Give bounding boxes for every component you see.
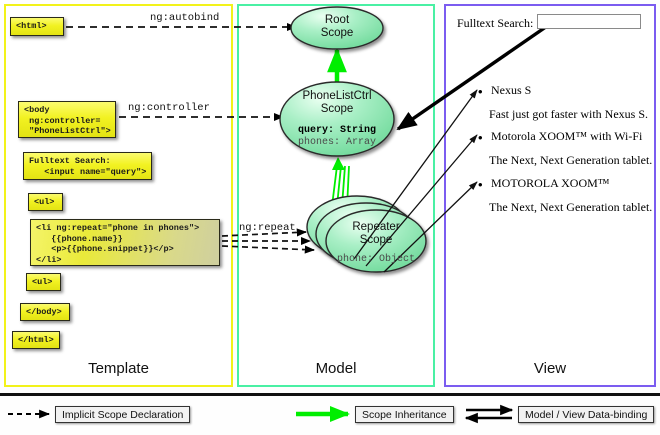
view-search-label: Fulltext Search:	[457, 16, 534, 30]
panel-title-view: View	[533, 360, 567, 377]
legend-label-model-view-data-binding: Model / View Data-binding	[518, 406, 655, 423]
legend: Implicit Scope Declaration Scope Inherit…	[0, 393, 660, 435]
code-box-fulltext-search[interactable]: Fulltext Search: <input name="query">	[23, 152, 152, 180]
legend-divider	[0, 393, 660, 396]
panel-title-template: Template	[88, 360, 149, 377]
panel-view: View	[444, 4, 656, 387]
code-box-html-open[interactable]: <html>	[10, 17, 64, 36]
view-bullet-2: •	[478, 130, 483, 145]
panel-model: Model	[237, 4, 435, 387]
legend-glyphs	[8, 404, 514, 424]
wire-label-ng-repeat: ng:repeat	[239, 222, 296, 234]
code-box-li-repeat[interactable]: <li ng:repeat="phone in phones"> {{phone…	[30, 219, 220, 266]
code-box-ul-close[interactable]: <ul>	[26, 273, 61, 291]
view-bullet-3: •	[478, 177, 483, 192]
code-box-ul-open[interactable]: <ul>	[28, 193, 63, 211]
view-item-name-2: Motorola XOOM™ with Wi-Fi	[491, 129, 643, 143]
view-bullet-1: •	[478, 84, 483, 99]
wire-label-ng-autobind: ng:autobind	[150, 12, 220, 24]
panel-title-model: Model	[315, 360, 357, 377]
view-item-name-3: MOTOROLA XOOM™	[491, 176, 610, 190]
legend-label-scope-inheritance: Scope Inheritance	[355, 406, 454, 423]
view-item-name-1: Nexus S	[491, 83, 532, 97]
legend-label-implicit-scope-declaration: Implicit Scope Declaration	[55, 406, 191, 423]
view-item-snippet-2: The Next, Next Generation tablet.	[489, 153, 653, 167]
view-item-snippet-3: The Next, Next Generation tablet.	[489, 200, 653, 214]
view-item-snippet-1: Fast just got faster with Nexus S.	[489, 107, 648, 121]
code-box-body-open[interactable]: <body ng:controller= "PhoneListCtrl">	[18, 101, 116, 138]
code-box-body-close[interactable]: </body>	[20, 303, 70, 321]
code-box-html-close[interactable]: </html>	[12, 331, 60, 349]
wire-label-ng-controller: ng:controller	[128, 102, 210, 114]
view-search-input[interactable]	[537, 14, 641, 29]
